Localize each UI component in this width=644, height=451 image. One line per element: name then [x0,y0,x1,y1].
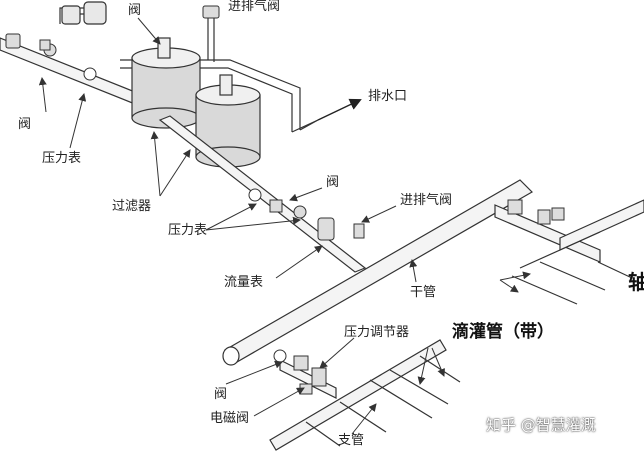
upper-right-pipe [494,199,644,263]
top-air-valve [202,5,220,19]
filter-right [195,74,261,168]
inlet-fittings [5,33,97,81]
label-main-pipe: 干管 [410,285,437,300]
drip-tubes-lower [305,355,461,447]
filter-outlet-pipe [158,115,367,273]
label-air-valve-top: 进排气阀 [228,0,281,14]
label-valve-top: 阀 [128,3,142,18]
main-pipe [222,179,533,366]
filter-left [131,37,201,129]
top-tanks [61,1,107,25]
label-pressure-regulator: 压力调节器 [344,325,410,340]
label-drain-outlet: 排水口 [368,89,408,104]
drain-arrow [317,98,362,121]
label-valve-left: 阀 [18,117,32,132]
lower-fittings [273,349,327,395]
upper-right-fittings [507,199,565,225]
label-gauge-left: 压力表 [42,151,82,166]
label-solenoid-valve: 电磁阀 [210,411,250,426]
label-branch-pipe: 支管 [338,433,365,448]
watermark: 知乎 @智慧灌溉 [486,416,596,434]
mid-fittings [248,188,365,241]
leader-lines [38,17,531,435]
label-valve-mid: 阀 [326,175,340,190]
label-filter: 过滤器 [112,199,152,214]
drip-tubes-upper [511,231,633,305]
label-drip-tube: 滴灌管（带） [452,322,554,342]
label-flow-meter: 流量表 [224,275,264,290]
label-valve-bottom: 阀 [214,387,228,402]
label-air-valve-mid: 进排气阀 [400,193,453,208]
label-gauge-mid: 压力表 [168,223,208,238]
label-side-char: 轴 [628,270,644,294]
